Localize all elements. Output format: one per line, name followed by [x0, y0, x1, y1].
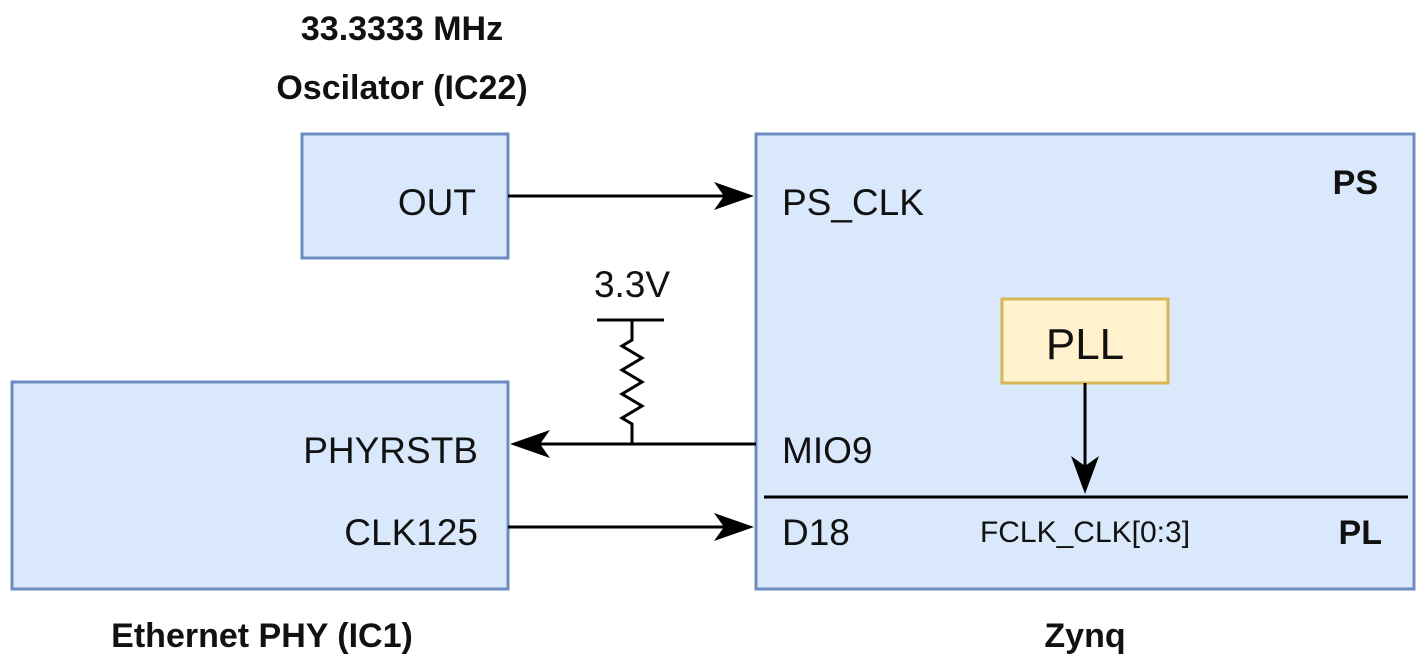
fclk-arrowhead: [1071, 456, 1099, 494]
zynq-ps-clk-pin: PS_CLK: [782, 182, 924, 223]
pullup-resistor: [619, 320, 645, 444]
phy-title: Ethernet PHY (IC1): [111, 617, 413, 655]
phy-phyrstb-pin: PHYRSTB: [303, 430, 478, 471]
phy-clk125-pin: CLK125: [344, 512, 478, 553]
zynq-title: Zynq: [1044, 617, 1125, 655]
zynq-ps-label: PS: [1333, 164, 1378, 202]
zynq-pl-label: PL: [1339, 514, 1382, 552]
pll-label: PLL: [1046, 320, 1124, 369]
oscillator-title-line2: Oscilator (IC22): [276, 69, 527, 107]
phy-block: [10, 380, 510, 591]
oscillator-title-line1: 33.3333 MHz: [301, 10, 503, 48]
psclk-arrowhead: [714, 182, 754, 210]
zynq-mio9-pin: MIO9: [782, 430, 872, 471]
d18-arrowhead: [714, 513, 754, 541]
phyrstb-arrowhead: [510, 430, 550, 458]
oscillator-block: [300, 132, 510, 260]
oscillator-out-pin: OUT: [398, 182, 476, 223]
fclk-label: FCLK_CLK[0:3]: [980, 516, 1190, 549]
zynq-d18-pin: D18: [782, 512, 850, 553]
pullup-voltage-label: 3.3V: [594, 264, 670, 305]
